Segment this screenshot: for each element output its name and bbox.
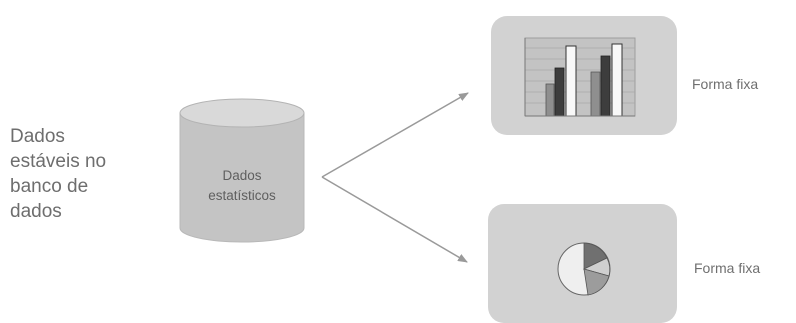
bottom-output-label: Forma fixa <box>694 260 761 276</box>
database-label: Dados estatísticos <box>182 166 302 206</box>
left-text-line-3: banco de <box>10 176 89 197</box>
database-label-line-2: estatísticos <box>208 188 276 203</box>
bar-chart-output-panel <box>491 16 677 135</box>
left-text-line-1: Dados <box>10 126 65 147</box>
arrow-to-bottom-output <box>321 176 468 263</box>
pie-chart-output-panel <box>488 204 677 323</box>
arrow-to-top-output <box>321 92 469 178</box>
top-output-label: Forma fixa <box>692 76 759 92</box>
stable-data-description: Dados estáveis no banco de dados <box>10 124 160 224</box>
database-cylinder-icon <box>179 98 305 243</box>
left-text-line-4: dados <box>10 201 62 222</box>
pie-chart-icon <box>557 242 611 296</box>
left-text-line-2: estáveis no <box>10 151 107 172</box>
bar-chart-icon <box>524 37 636 117</box>
database-label-line-1: Dados <box>222 168 262 183</box>
